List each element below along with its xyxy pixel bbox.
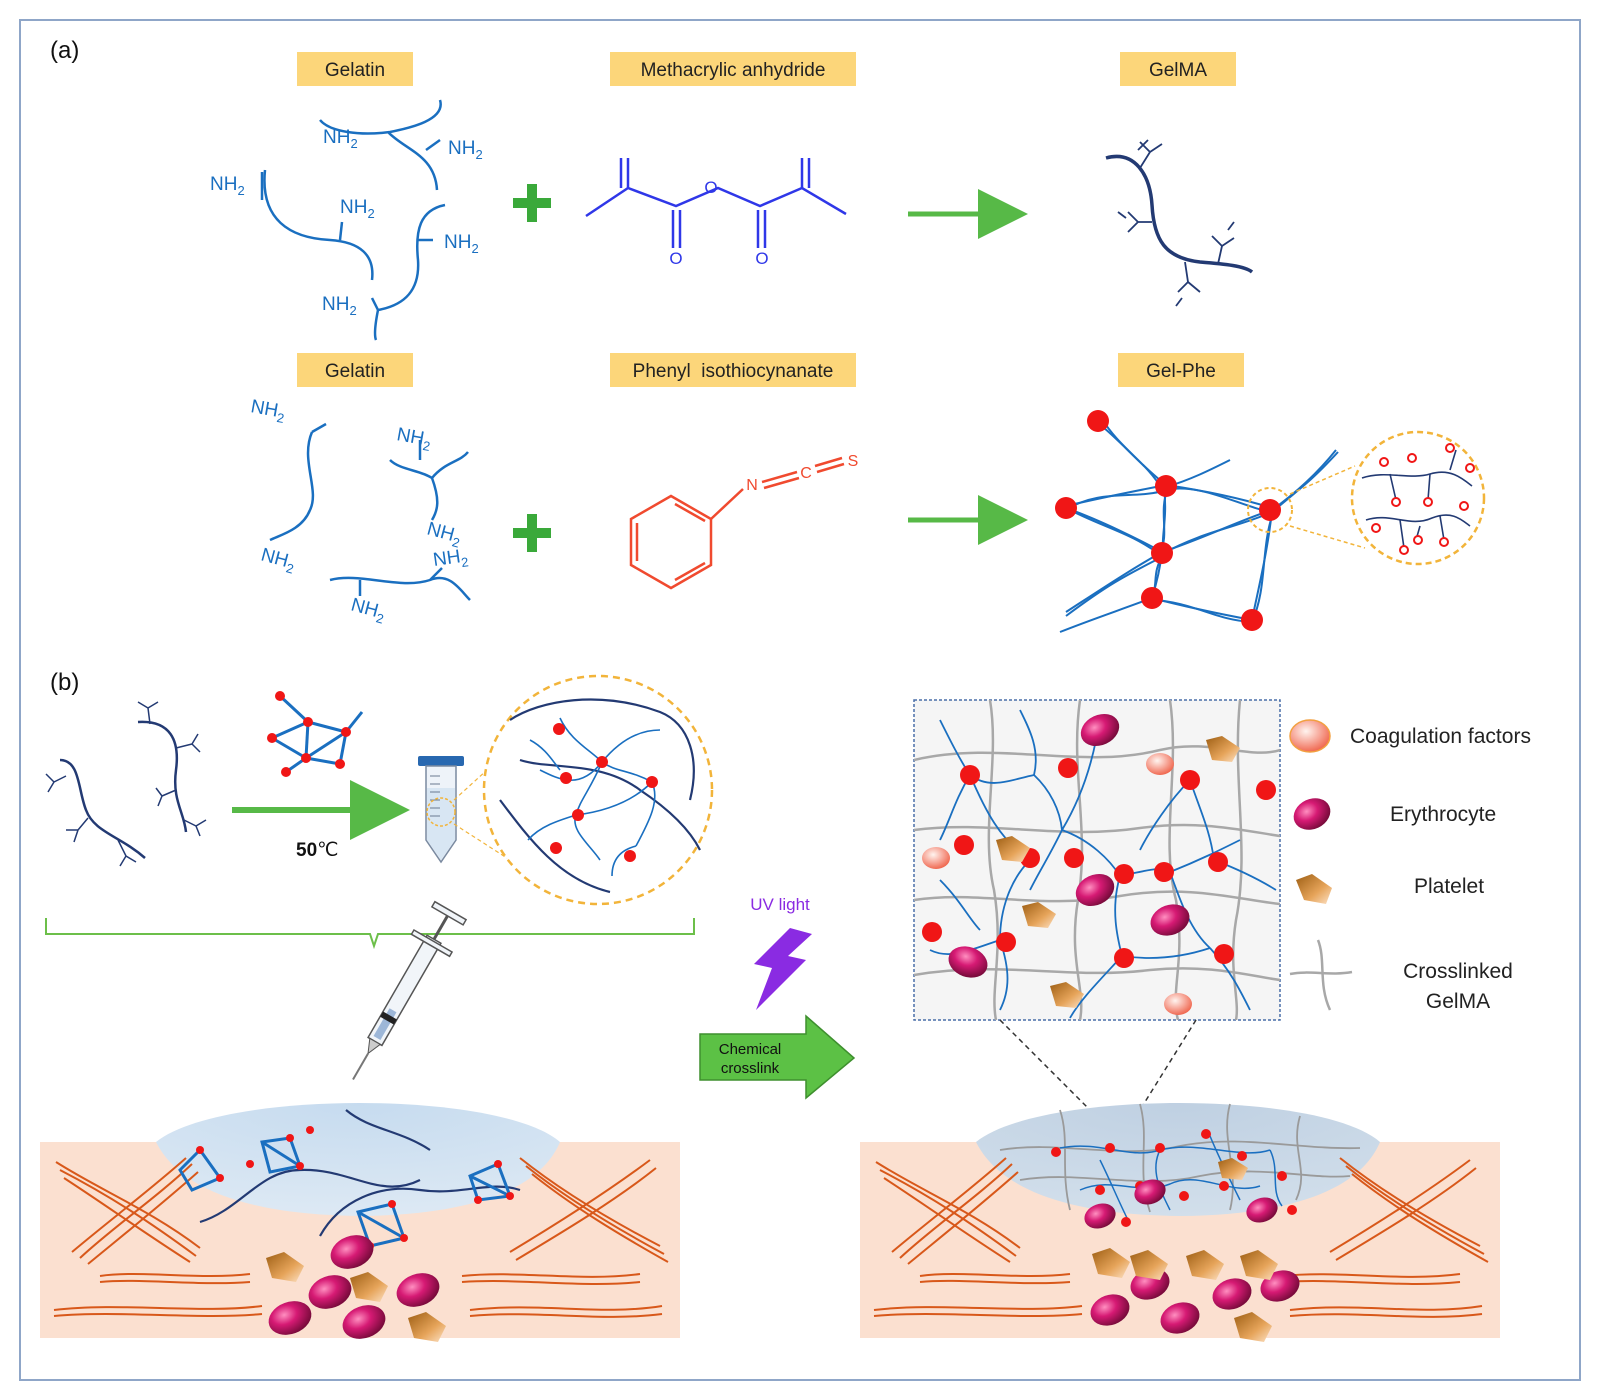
gel-phe-network [1059, 418, 1339, 633]
amine-label: NH2 [448, 138, 483, 162]
svg-text:N: N [746, 477, 758, 494]
label-methacrylic-anhydride: Methacrylic anhydride [610, 52, 856, 86]
gelatin-chains-2 [269, 422, 471, 601]
panel-b-letter: (b) [50, 669, 79, 696]
label-phenyl-isothiocyanate: Phenyl isothiocynanate [610, 353, 856, 387]
amine-label: NH2 [444, 232, 479, 256]
gel-phe-nodes [1055, 410, 1281, 631]
svg-text:O: O [755, 249, 768, 268]
amine-label: NH2 [432, 545, 470, 574]
svg-text:GelMA: GelMA [1149, 60, 1207, 81]
legend-crosslinked-gelma: Crosslinked GelMA [1289, 939, 1513, 1013]
zoom-connector [999, 1019, 1107, 1127]
legend-platelet: Platelet [1296, 874, 1484, 904]
svg-text:O: O [669, 249, 682, 268]
lightning-icon [754, 928, 812, 1010]
gelatin-amine-labels-1: NH2 NH2 NH2 NH2 NH2 NH2 [210, 127, 483, 318]
legend-coagulation-factors: Coagulation factors [1289, 719, 1531, 753]
svg-text:crosslink: crosslink [721, 1060, 780, 1077]
syringe-icon [352, 900, 468, 1081]
mixture-zoom-callout [482, 674, 714, 906]
amine-label: NH2 [395, 424, 433, 454]
amine-label: NH2 [340, 197, 375, 221]
svg-text:O: O [704, 178, 717, 197]
svg-text:Gel-Phe: Gel-Phe [1146, 361, 1216, 382]
svg-text:Gelatin: Gelatin [325, 60, 385, 81]
panel-a-letter: (a) [50, 37, 79, 64]
amine-label: NH2 [323, 127, 358, 151]
svg-text:C: C [800, 465, 812, 482]
svg-text:Erythrocyte: Erythrocyte [1390, 803, 1496, 826]
phenyl-isothiocyanate-structure [629, 456, 845, 590]
label-gelatin-2: Gelatin [297, 353, 413, 387]
svg-text:Crosslinked: Crosslinked [1403, 960, 1513, 983]
svg-text:Gelatin: Gelatin [325, 361, 385, 382]
oxygen-labels: O O O [669, 178, 768, 268]
plus-icon [513, 514, 551, 552]
gelma-groups-small [45, 701, 207, 867]
svg-text:Chemical: Chemical [719, 1041, 782, 1058]
atom-labels: N C S [746, 453, 858, 494]
label-gelma: GelMA [1120, 52, 1236, 86]
gel-phe-zoom-callout [1247, 430, 1486, 566]
legend-erythrocyte: Erythrocyte [1293, 798, 1496, 830]
grouping-brace [45, 918, 695, 950]
chemical-crosslink-arrow: Chemical crosslink [699, 1014, 856, 1100]
svg-text:GelMA: GelMA [1426, 990, 1490, 1013]
label-gelatin-1: Gelatin [297, 52, 413, 86]
gel-phe-network-small [271, 694, 364, 774]
gelma-methacrylate-groups [1117, 139, 1235, 307]
amine-label: NH2 [322, 294, 357, 318]
legend: Coagulation factors Erythrocyte Platelet… [1289, 719, 1531, 1013]
amine-label: NH2 [258, 545, 298, 577]
amine-label: NH2 [348, 595, 388, 627]
zoom-connector [1129, 1019, 1197, 1127]
svg-text:Phenyl isothiocynanate: Phenyl isothiocynanate [633, 361, 834, 382]
methacrylic-anhydride-structure [585, 158, 847, 248]
gelma-chains-small [59, 720, 188, 859]
temperature-label: 50℃ [296, 840, 338, 861]
crosslinked-network-zoom [913, 699, 1281, 1021]
gelma-chain [1105, 154, 1254, 274]
amine-label: NH2 [249, 396, 287, 426]
wound-tissue-before [40, 1103, 680, 1342]
gelatin-chains-1 [260, 99, 446, 341]
figure-frame [19, 19, 1581, 1381]
wound-tissue-after [860, 1103, 1500, 1342]
plus-icon [513, 184, 551, 222]
gel-phe-nodes-small [267, 691, 351, 777]
svg-text:Platelet: Platelet [1414, 875, 1484, 898]
uv-light-label: UV light [750, 895, 810, 914]
amine-label: NH2 [210, 174, 245, 198]
svg-text:Coagulation factors: Coagulation factors [1350, 725, 1531, 748]
svg-text:S: S [848, 453, 859, 470]
centrifuge-tube-icon [418, 756, 511, 864]
label-gel-phe: Gel-Phe [1118, 353, 1244, 387]
svg-text:Methacrylic anhydride: Methacrylic anhydride [641, 60, 826, 81]
